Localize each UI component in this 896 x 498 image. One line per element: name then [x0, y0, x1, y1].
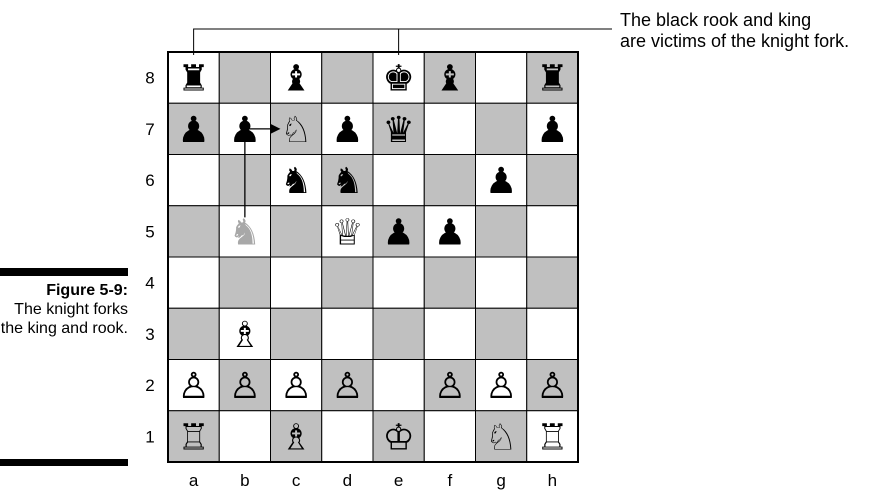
- black-knight-c6: ♞: [280, 161, 312, 202]
- square-h6: [527, 155, 578, 206]
- black-pawn-a7: ♟: [177, 110, 209, 151]
- black-rook-h8: ♜: [536, 59, 568, 100]
- black-bishop-c8: ♝: [280, 59, 312, 100]
- white-knight-c7: ♘: [280, 110, 312, 151]
- white-pawn-a2: ♙: [177, 366, 209, 407]
- square-h4: [527, 257, 578, 308]
- white-king-e1: ♔: [382, 417, 414, 458]
- black-pawn-h7: ♟: [536, 110, 568, 151]
- square-c3: [271, 308, 322, 359]
- square-b1: [219, 411, 270, 462]
- white-bishop-c1: ♗: [280, 417, 312, 458]
- file-label: b: [240, 471, 249, 490]
- rank-label: 8: [145, 69, 154, 88]
- white-rook-h1: ♖: [536, 417, 568, 458]
- square-a3: [168, 308, 219, 359]
- square-g7: [476, 103, 527, 154]
- square-b8: [219, 52, 270, 103]
- rank-label: 1: [145, 427, 154, 446]
- white-pawn-d2: ♙: [331, 366, 363, 407]
- white-pawn-c2: ♙: [280, 366, 312, 407]
- square-f1: [424, 411, 475, 462]
- rank-label: 4: [145, 274, 154, 293]
- white-queen-d5: ♕: [331, 212, 363, 253]
- file-label: c: [292, 471, 301, 490]
- ghost-knight-b5: ♞: [229, 212, 261, 253]
- square-f3: [424, 308, 475, 359]
- square-a4: [168, 257, 219, 308]
- square-g4: [476, 257, 527, 308]
- black-king-e8: ♚: [382, 59, 414, 100]
- square-g5: [476, 206, 527, 257]
- file-label: e: [394, 471, 403, 490]
- file-label: h: [548, 471, 557, 490]
- square-d1: [322, 411, 373, 462]
- black-pawn-f5: ♟: [434, 212, 466, 253]
- black-bishop-f8: ♝: [434, 59, 466, 100]
- black-rook-a8: ♜: [177, 59, 209, 100]
- black-pawn-g6: ♟: [485, 161, 517, 202]
- rank-label: 2: [145, 376, 154, 395]
- rank-label: 5: [145, 222, 154, 241]
- square-h5: [527, 206, 578, 257]
- square-f7: [424, 103, 475, 154]
- square-e2: [373, 360, 424, 411]
- square-e6: [373, 155, 424, 206]
- square-c4: [271, 257, 322, 308]
- white-knight-g1: ♘: [485, 417, 517, 458]
- square-d4: [322, 257, 373, 308]
- square-a5: [168, 206, 219, 257]
- black-pawn-e5: ♟: [382, 212, 414, 253]
- rank-label: 3: [145, 325, 154, 344]
- file-label: f: [448, 471, 453, 490]
- square-g3: [476, 308, 527, 359]
- black-pawn-d7: ♟: [331, 110, 363, 151]
- white-pawn-g2: ♙: [485, 366, 517, 407]
- white-pawn-f2: ♙: [434, 366, 466, 407]
- file-label: a: [189, 471, 199, 490]
- white-rook-a1: ♖: [177, 417, 209, 458]
- file-label: g: [496, 471, 505, 490]
- white-pawn-h2: ♙: [536, 366, 568, 407]
- square-f4: [424, 257, 475, 308]
- black-queen-e7: ♛: [382, 110, 414, 151]
- rank-label: 6: [145, 171, 154, 190]
- square-c5: [271, 206, 322, 257]
- black-knight-d6: ♞: [331, 161, 363, 202]
- square-h3: [527, 308, 578, 359]
- square-f6: [424, 155, 475, 206]
- square-b4: [219, 257, 270, 308]
- white-pawn-b2: ♙: [229, 366, 261, 407]
- file-label: d: [343, 471, 352, 490]
- rank-label: 7: [145, 120, 154, 139]
- white-bishop-b3: ♗: [229, 315, 261, 356]
- square-d3: [322, 308, 373, 359]
- square-e4: [373, 257, 424, 308]
- square-a6: [168, 155, 219, 206]
- square-d8: [322, 52, 373, 103]
- square-e3: [373, 308, 424, 359]
- square-g8: [476, 52, 527, 103]
